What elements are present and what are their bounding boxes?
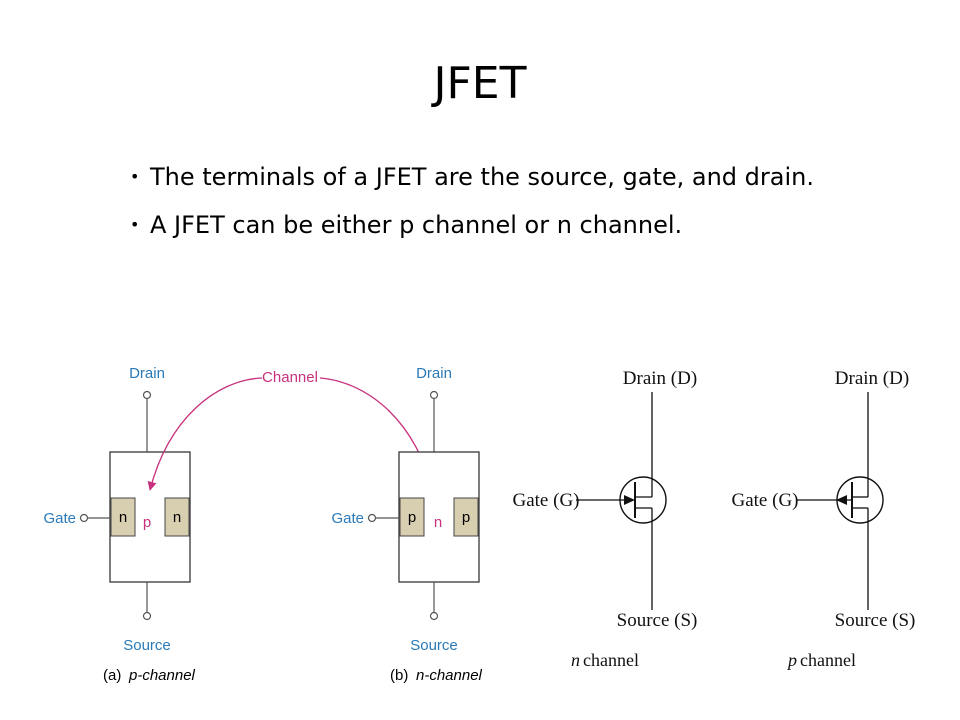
symbol-p-caption-word: channel [800, 650, 856, 670]
bullet-text: The terminals of a JFET are the source, … [150, 163, 814, 191]
caption-type-b: n-channel [416, 667, 483, 684]
symbol-p-gate-arrow-icon [836, 495, 847, 505]
bullet-list: • The terminals of a JFET are the source… [130, 160, 890, 256]
symbol-p-channel: Drain (D) Gate (G) Source (S) p channel [732, 368, 916, 670]
symbol-n-gate-arrow-icon [624, 495, 635, 505]
caption-prefix-b: (b) [390, 667, 408, 684]
region-label-right-b: p [462, 509, 470, 526]
jfet-diagram: Drain n p n Gate Source (a) p-channel Ch… [43, 365, 916, 684]
channel-callout: Channel [147, 369, 435, 493]
source-label-a: Source [123, 637, 171, 654]
source-terminal-a [142, 611, 152, 621]
drain-label-b: Drain [416, 365, 452, 382]
source-label-b: Source [410, 637, 458, 654]
source-terminal-b [429, 611, 439, 621]
gate-label-a: Gate [43, 510, 76, 527]
symbol-n-gate-label: Gate (G) [513, 490, 580, 511]
caption-type-a: p-channel [128, 667, 196, 684]
structure-b: Drain p n p Gate Source (b) n-channel [331, 365, 482, 684]
drain-label-a: Drain [129, 365, 165, 382]
gate-terminal-b [367, 513, 377, 523]
drain-terminal-b [429, 390, 439, 400]
symbol-n-source-label: Source (S) [617, 610, 698, 631]
channel-label: Channel [262, 369, 318, 386]
symbol-n-channel: Drain (D) Gate (G) Source (S) n channel [513, 368, 698, 670]
symbol-p-gate-label: Gate (G) [732, 490, 799, 511]
symbol-p-caption-letter: p [786, 650, 797, 670]
region-label-left-b: p [408, 509, 416, 526]
gate-region-right-b [453, 497, 479, 537]
gate-region-right-a [164, 497, 190, 537]
bullet-item: • A JFET can be either p channel or n ch… [130, 208, 890, 242]
symbol-n-caption-word: channel [583, 650, 639, 670]
caption-prefix-a: (a) [103, 667, 121, 684]
drain-terminal-a [142, 390, 152, 400]
symbol-p-source-label: Source (S) [835, 610, 916, 631]
symbol-n-caption-letter: n [571, 650, 580, 670]
bullet-dot-icon: • [130, 167, 140, 186]
region-label-left-a: n [119, 509, 127, 526]
gate-region-left-a [110, 497, 136, 537]
bullet-dot-icon: • [130, 215, 140, 234]
gate-terminal-a [79, 513, 89, 523]
gate-label-b: Gate [331, 510, 364, 527]
bullet-text: A JFET can be either p channel or n chan… [150, 211, 683, 239]
symbol-p-drain-label: Drain (D) [835, 368, 909, 389]
gate-region-left-b [399, 497, 425, 537]
slide-title: JFET [433, 58, 527, 109]
region-label-right-a: n [173, 509, 181, 526]
structure-a: Drain n p n Gate Source (a) p-channel [43, 365, 195, 684]
channel-region-label-a: p [143, 514, 151, 531]
bullet-item: • The terminals of a JFET are the source… [130, 160, 890, 194]
symbol-n-drain-label: Drain (D) [623, 368, 697, 389]
channel-region-label-b: n [434, 514, 442, 531]
channel-arrow-a [147, 377, 263, 491]
